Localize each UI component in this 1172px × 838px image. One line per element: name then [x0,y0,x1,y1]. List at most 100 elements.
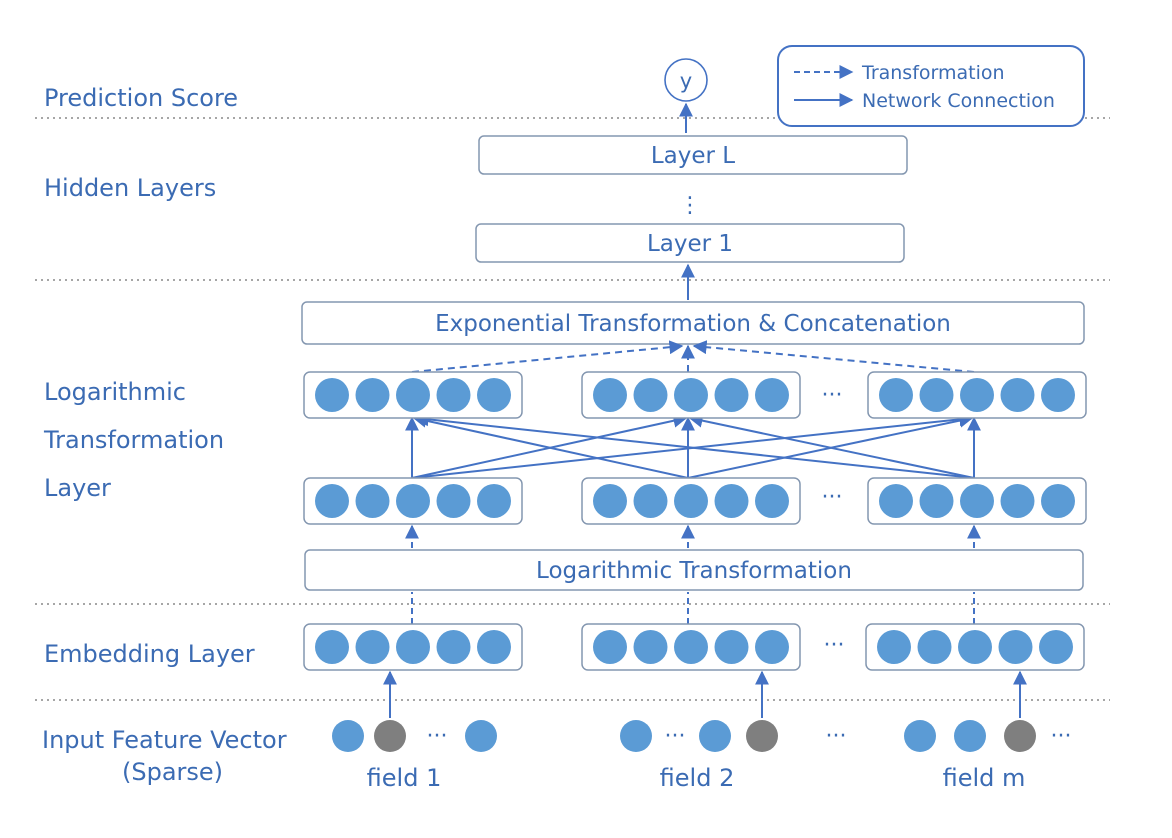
conn-3-2 [688,413,975,479]
neuron-node [1041,378,1075,412]
dashed-group3-to-exp [692,340,975,373]
neuron-node [755,484,789,518]
input-node [699,720,731,752]
connections [383,102,1027,718]
neuron-node [633,630,668,664]
field-labels: field 1 field 2 field m [367,764,1026,792]
label-input-line1: Input Feature Vector [42,726,287,754]
embedding-group-1 [303,623,523,671]
legend-network-connection: Network Connection [862,90,1055,112]
neuron-node [436,630,471,664]
field-1-label: field 1 [367,764,442,792]
neuron-node [593,484,627,518]
neuron-node [879,378,913,412]
neuron-node [593,630,627,664]
neuron-node [1039,630,1073,664]
neuron-node [633,484,668,518]
neuron-node [396,378,430,412]
label-hidden-layers: Hidden Layers [44,174,216,202]
neuron-node [755,378,789,412]
neuron-node [879,484,913,518]
log-top-group-2 [581,371,801,419]
input-ellipsis-2: ··· [665,724,686,749]
output-label: y [680,69,692,93]
legend: Transformation Network Connection [777,45,1085,127]
neuron-node [315,630,349,664]
neuron-node [674,378,708,412]
input-node-active [374,720,406,752]
neuron-node [355,378,390,412]
output-circle [664,58,708,102]
legend-transformation: Transformation [861,62,1005,84]
neuron-node [355,630,390,664]
neuron-node [714,484,749,518]
neuron-node [436,378,471,412]
layer-labels: Prediction Score Hidden Layers Logarithm… [42,84,287,786]
output-node: y [664,58,708,102]
log-top-group-3 [867,371,1087,419]
input-node-active [1004,720,1036,752]
input-node [954,720,986,752]
input-node [332,720,364,752]
legend-box [777,45,1085,127]
input-ellipsis-1: ··· [427,724,448,749]
conn-2-1 [412,413,689,479]
exp-concat-label: Exponential Transformation & Concatenati… [435,311,951,337]
neuron-node [960,378,994,412]
neuron-node [477,630,511,664]
ellipsis-log-bottom: ··· [822,485,843,510]
input-node [620,720,652,752]
neuron-node [396,484,430,518]
label-embedding-layer: Embedding Layer [44,640,255,668]
neuron-node [477,484,511,518]
neuron-node [714,630,749,664]
log-top-group-1 [303,371,523,419]
neuron-node [714,378,749,412]
label-input-line2: (Sparse) [122,758,223,786]
neuron-node [877,630,911,664]
neuron-node [633,378,668,412]
layer-1-label: Layer 1 [647,231,733,257]
dashed-group1-to-exp [411,340,684,373]
neuron-node [396,630,430,664]
neuron-node [436,484,471,518]
input-ellipsis-3: ··· [1051,724,1072,749]
input-nodes: ··· ··· ··· ··· [332,720,1071,752]
neuron-node [355,484,390,518]
input-node-active [746,720,778,752]
hidden-vdots: ⋮ [679,193,701,218]
label-log-line1: Logarithmic [44,378,186,406]
input-node [904,720,936,752]
field-2-label: field 2 [660,764,735,792]
input-node [465,720,497,752]
layer-l-box [478,135,908,175]
label-log-line2: Transformation [43,426,224,454]
log-transform-box [304,549,1084,591]
neuron-node [1000,378,1035,412]
neuron-node [1000,484,1035,518]
neuron-node [315,378,349,412]
neuron-node [755,630,789,664]
field-m-label: field m [943,764,1026,792]
layer-1-box [475,223,905,263]
group-ellipses: ··· ··· ··· [822,383,845,658]
log-bottom-group-2 [581,477,801,525]
neuron-node [674,484,708,518]
label-log-line3: Layer [44,474,111,502]
neuron-node [593,378,627,412]
node-groups [303,371,1087,671]
layer-l-label: Layer L [651,143,735,169]
neuron-node [1041,484,1075,518]
ellipsis-log-top: ··· [822,383,843,408]
embedding-group-2 [581,623,801,671]
log-bottom-group-1 [303,477,523,525]
ellipsis-embedding: ··· [824,633,845,658]
neuron-node [919,378,954,412]
neuron-node [960,484,994,518]
neuron-node [958,630,992,664]
log-bottom-group-3 [867,477,1087,525]
embedding-group-3 [865,623,1085,671]
conn-3-1 [414,412,975,479]
neuron-node [998,630,1033,664]
